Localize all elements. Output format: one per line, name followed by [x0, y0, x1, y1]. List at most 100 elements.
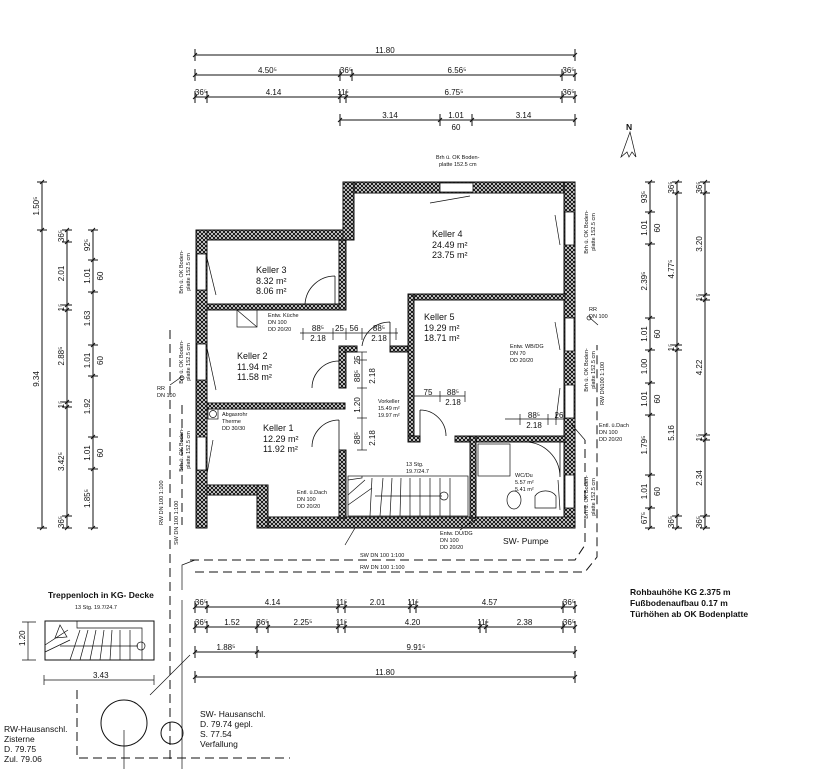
dimension-label: 36⁵	[57, 230, 66, 242]
dimension-label: 2.01	[370, 598, 386, 607]
window	[196, 436, 207, 471]
interior-dimension-label: 75	[424, 388, 433, 397]
dimension-label: 1⁵	[667, 344, 676, 352]
annotation-line: Entw. WB/DG	[510, 344, 544, 350]
dimension-label: 1⁵	[57, 304, 66, 312]
dimension-label: 1.79⁵	[640, 436, 649, 455]
interior-dimension-label: 25	[335, 324, 344, 333]
dimension-label: 9.91⁵	[407, 643, 426, 652]
dimension-label: 4.14	[265, 598, 281, 607]
interior-dimension-label: 2.18	[368, 368, 377, 384]
dimension-label: 2.34	[695, 470, 704, 486]
window-sill-label: Brh ü. OK Boden-platte 152.5 cm	[584, 210, 597, 254]
dimension-label: 4.20	[405, 618, 421, 627]
door	[361, 321, 391, 347]
window-sill-label: Brh ü. OK Boden-platte 152.5 cm	[179, 340, 192, 384]
annotation-line: DN 100	[268, 320, 287, 326]
annotation-line: DN 100	[440, 538, 459, 544]
interior-dimension-label: 56	[350, 324, 359, 333]
dimension-label: 2.88⁵	[57, 347, 66, 366]
fixtures	[207, 309, 557, 517]
window	[564, 317, 575, 352]
wall	[338, 239, 347, 311]
annotation-line: DD 20/20	[268, 327, 291, 333]
dimension-label: 36⁵	[340, 66, 352, 75]
dimension-sublabel: 60	[96, 271, 105, 280]
dimension-label: 4.50⁵	[258, 66, 277, 75]
annotation-line: DD 20/20	[510, 358, 533, 364]
room-name: Keller 3	[256, 265, 287, 275]
dimension-label: 1.01	[640, 483, 649, 499]
dimension-label: 2.39⁵	[640, 272, 649, 291]
interior-dimension-label: 2.18	[368, 430, 377, 446]
window-label-line: Brh ü. OK Boden-	[584, 210, 590, 254]
dimension-label: 4.57	[482, 598, 498, 607]
room-name: Vorkeller	[378, 399, 400, 405]
dimension-label: 36⁵	[562, 66, 574, 75]
dimension-sublabel: 60	[96, 448, 105, 457]
doors	[304, 275, 561, 478]
wall	[407, 293, 415, 443]
window-label-line: platte 152.5 cm	[186, 431, 192, 469]
annotation-line: Entl. ü.Dach	[297, 490, 327, 496]
dimension-label: 36⁵	[57, 516, 66, 528]
dimension-label: 1.50⁵	[32, 197, 41, 216]
info-line: Verfallung	[200, 739, 238, 749]
dimension-label: 36⁵	[195, 598, 207, 607]
info-line: Zul. 79.06	[4, 754, 42, 764]
door	[419, 409, 447, 437]
dimension-label: 1.63	[83, 310, 92, 326]
dimension-label: 1⁵	[57, 401, 66, 409]
room-wc-du: WC/Du 5.57 m² 5.41 m²	[515, 473, 534, 493]
dimension-label: 6.56⁵	[448, 66, 467, 75]
dimension-label: 36⁵	[563, 618, 575, 627]
annotation-line: Entl. ü.Dach	[599, 423, 629, 429]
room-area: 11.94 m²	[237, 362, 272, 372]
room-name: Keller 1	[263, 423, 294, 433]
dimension-label: 9.34	[32, 371, 41, 387]
interior-walls	[206, 239, 566, 519]
room-area: 5.41 m²	[515, 487, 534, 493]
dimension-label: 1.85⁵	[83, 489, 92, 508]
info-line: RW-Hausanschl.	[4, 724, 67, 734]
dimension-label: 1.01	[640, 220, 649, 236]
note-line: Türhöhen ab OK Bodenplatte	[630, 609, 748, 619]
room-keller-4: Keller 4 24.49 m² 23.75 m²	[432, 229, 468, 260]
dimension-sublabel: 60	[653, 329, 662, 338]
room-name: WC/Du	[515, 473, 533, 479]
wall	[407, 435, 421, 443]
room-name: Keller 4	[432, 229, 463, 239]
door	[311, 419, 340, 450]
interior-dimension-label: 2.18	[371, 334, 387, 343]
stairwell-height: 1.20	[18, 630, 27, 646]
room-area: 15.49 m²	[378, 406, 400, 412]
stairwell-width: 3.43	[93, 671, 109, 680]
annotation-line: 19.7/24.7	[406, 469, 429, 475]
dimension-label: 1.01	[448, 111, 464, 120]
dimension-chain: 11.80	[192, 46, 578, 61]
door	[304, 275, 336, 305]
wall	[256, 484, 269, 529]
sewer-connection	[160, 721, 184, 745]
dimension-sublabel: 60	[653, 394, 662, 403]
dimension-label: 1.88⁵	[217, 643, 236, 652]
info-line: SW- Hausanschl.	[200, 709, 266, 719]
north-arrow-icon	[620, 130, 637, 159]
dimension-label: 1.01	[640, 326, 649, 342]
window-label-line: platte 152.5 cm	[591, 351, 597, 389]
dimension-label: 36⁵	[695, 516, 704, 528]
window-label-line: platte 152.5 cm	[439, 162, 477, 168]
dimension-label: 3.42⁵	[57, 452, 66, 471]
interior-dimension-label: 88⁵	[447, 388, 459, 397]
rw-connection-info: RW-Hausanschl. Zisterne D. 79.75 Zul. 79…	[4, 724, 67, 764]
rr-label: RR	[589, 307, 597, 313]
dimension-label: 4.22	[695, 359, 704, 375]
stairwell-subtitle: 13 Stg. 19.7/24.7	[75, 605, 117, 611]
rw-pipe-label: RW DN 100 1:100	[360, 565, 405, 571]
window-sill-label: Brh ü. OK Boden-platte 152.5 cm	[179, 428, 192, 472]
dimension-chain: 4.50⁵ 36⁵ 6.56⁵ 36⁵	[192, 66, 578, 81]
